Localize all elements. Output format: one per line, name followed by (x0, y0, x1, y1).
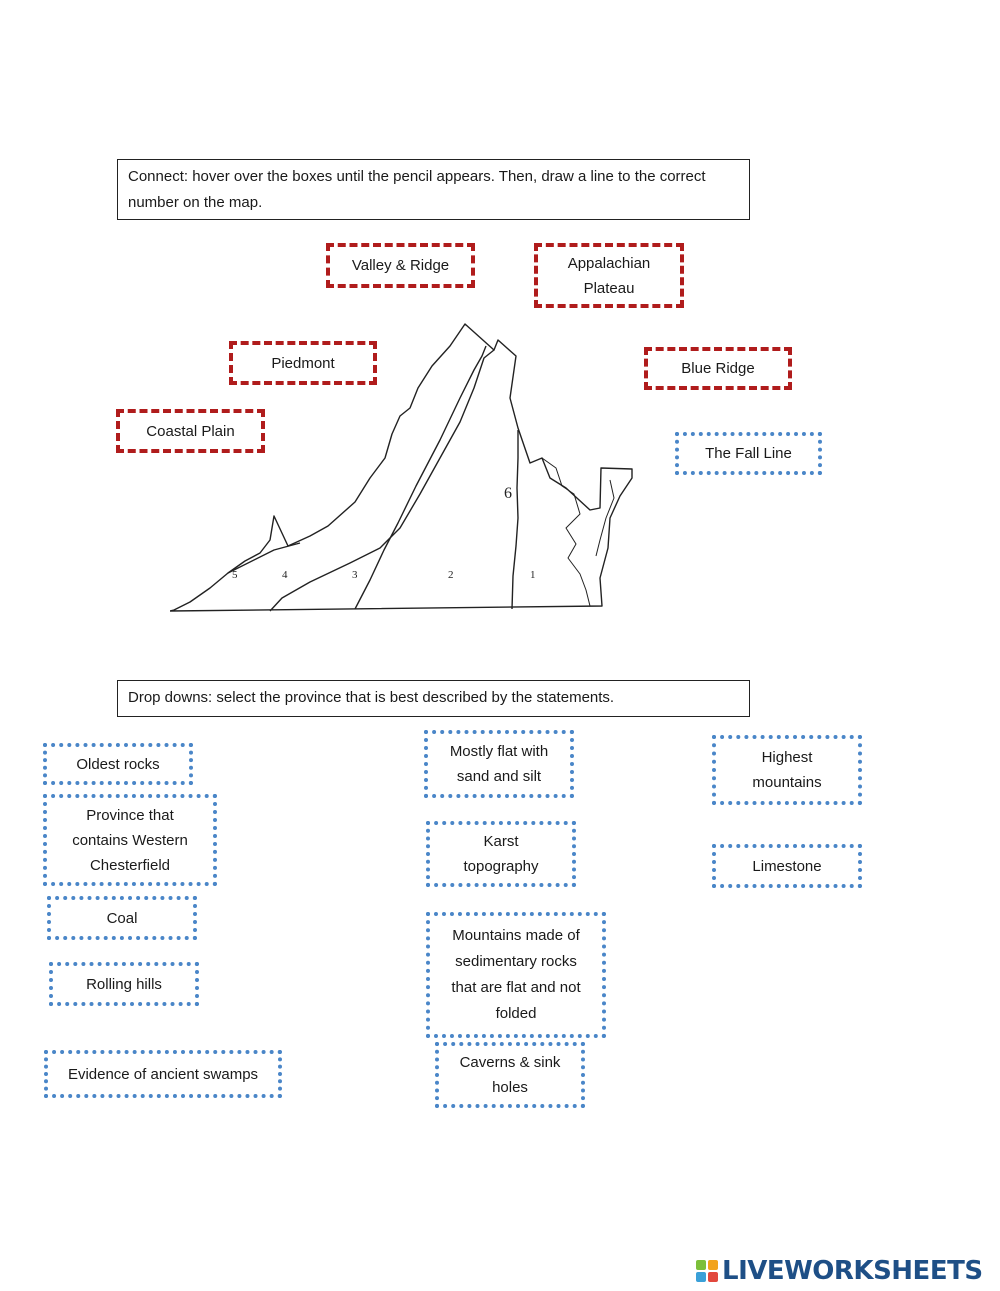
eastern-shore (595, 479, 615, 557)
dropdown-box-karst-topography[interactable]: Karst topography (426, 821, 576, 887)
ancient-swamps-label: Evidence of ancient swamps (67, 1065, 259, 1083)
karst-line1: Karst (483, 833, 519, 850)
map-number-2: 2 (448, 569, 454, 581)
boundary-5-4 (227, 542, 301, 574)
dropdown-box-flat-sand-silt[interactable]: Mostly flat with sand and silt (424, 730, 574, 798)
karst-line2: topography (463, 858, 539, 875)
flat-sand-line1: Mostly flat with (449, 743, 549, 760)
boundary-2-1 (511, 430, 519, 610)
dropdown-box-caverns-sinkholes[interactable]: Caverns & sink holes (435, 1042, 585, 1108)
highest-line2: mountains (752, 774, 822, 791)
valley-ridge-label: Valley & Ridge (351, 257, 450, 274)
connect-box-valley-ridge[interactable]: Valley & Ridge (326, 243, 475, 288)
connect-box-piedmont[interactable]: Piedmont (229, 341, 377, 385)
caverns-line1: Caverns & sink (459, 1054, 561, 1071)
caverns-line2: holes (492, 1079, 528, 1096)
dropdown-box-rolling-hills[interactable]: Rolling hills (49, 962, 199, 1006)
blue-ridge-label: Blue Ridge (681, 360, 755, 377)
sedimentary-line3: that are flat and not (451, 979, 581, 996)
connect-box-appalachian-plateau[interactable]: Appalachian Plateau (534, 243, 684, 308)
western-chesterfield-line2: contains Western (72, 831, 188, 849)
connect-box-coastal-plain[interactable]: Coastal Plain (116, 409, 265, 453)
dropdown-box-highest-mountains[interactable]: Highest mountains (712, 735, 862, 805)
dropdown-instructions: Drop downs: select the province that is … (117, 680, 750, 717)
coastal-plain-label: Coastal Plain (146, 422, 235, 440)
connect-box-blue-ridge[interactable]: Blue Ridge (644, 347, 792, 390)
dropdown-box-oldest-rocks[interactable]: Oldest rocks (43, 743, 193, 785)
liveworksheets-logo: LIVEWORKSHEETS (696, 1253, 983, 1289)
map-outline (170, 323, 633, 612)
dropdown-box-ancient-swamps[interactable]: Evidence of ancient swamps (44, 1050, 282, 1098)
map-number-6: 6 (504, 485, 512, 502)
dropdown-box-limestone[interactable]: Limestone (712, 844, 862, 888)
connect-box-fall-line[interactable]: The Fall Line (675, 432, 822, 475)
rolling-hills-label: Rolling hills (86, 975, 162, 993)
sedimentary-line1: Mountains made of (452, 927, 580, 944)
piedmont-label: Piedmont (271, 354, 335, 372)
sedimentary-line2: sedimentary rocks (455, 953, 577, 970)
dropdown-box-coal[interactable]: Coal (47, 896, 197, 940)
flat-sand-line2: sand and silt (456, 768, 542, 785)
dropdown-instructions-text: Drop downs: select the province that is … (128, 689, 615, 706)
limestone-label: Limestone (752, 857, 822, 875)
logo-mark-icon (696, 1260, 718, 1282)
map-number-5: 5 (232, 569, 238, 581)
boundary-3-2 (354, 345, 487, 610)
virginia-map: 5 4 3 2 1 6 (170, 323, 633, 612)
connect-instructions-text: Connect: hover over the boxes until the … (128, 168, 706, 211)
highest-line1: Highest (761, 749, 813, 766)
brand-name: LIVEWORKSHEETS (722, 1256, 983, 1286)
sedimentary-line4: folded (495, 1005, 537, 1022)
map-number-1: 1 (530, 569, 536, 581)
boundary-4-3 (269, 349, 495, 612)
western-chesterfield-line3: Chesterfield (89, 856, 171, 874)
dropdown-box-western-chesterfield[interactable]: Province that contains Western Chesterfi… (43, 794, 217, 886)
connect-instructions: Connect: hover over the boxes until the … (117, 159, 750, 220)
coal-label: Coal (106, 909, 138, 927)
chesapeake-shoreline (541, 457, 591, 607)
fall-line-label: The Fall Line (705, 445, 792, 462)
map-number-4: 4 (282, 569, 288, 581)
dropdown-box-sedimentary-mountains[interactable]: Mountains made of sedimentary rocks that… (426, 912, 606, 1038)
appalachian-label-line1: Appalachian (567, 254, 651, 272)
map-number-3: 3 (352, 569, 358, 581)
appalachian-label-line2: Plateau (583, 279, 635, 297)
western-chesterfield-line1: Province that (86, 806, 174, 824)
oldest-rocks-label: Oldest rocks (76, 755, 160, 773)
